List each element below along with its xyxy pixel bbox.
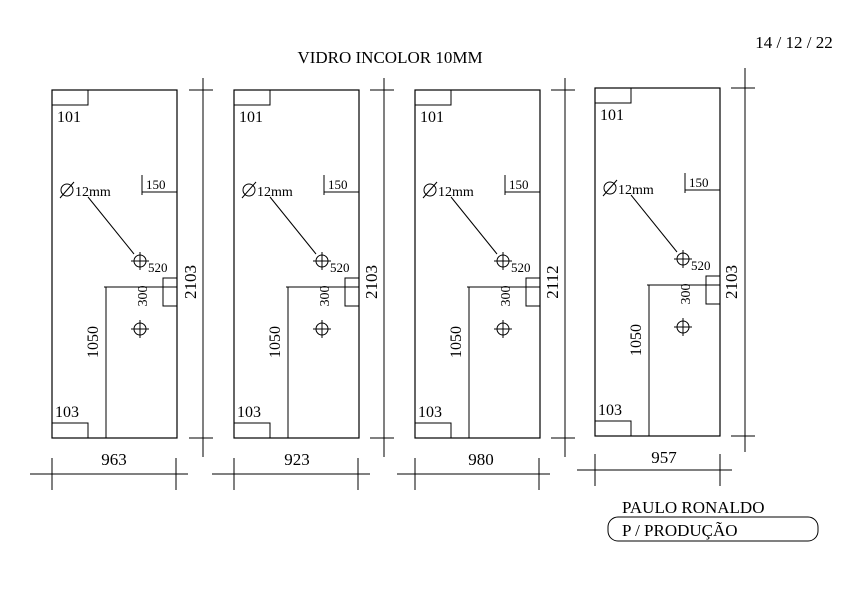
panel-height-label: 2112 (543, 265, 562, 298)
top-hinge-cutout (594, 87, 632, 104)
lower-hole-icon (131, 320, 149, 338)
panel-width-label: 980 (468, 450, 494, 469)
drawing-date: 14 / 12 / 22 (755, 33, 832, 52)
top-hinge-label: 101 (239, 109, 263, 126)
handle-mark (162, 277, 177, 307)
upper-hole-icon (494, 252, 512, 270)
handle-mark (344, 277, 359, 307)
leader-line (269, 196, 317, 255)
panel-outline (414, 89, 541, 439)
hole-diameter-label: 12mm (257, 185, 293, 200)
purpose-label: P / PRODUÇÃO (622, 521, 738, 540)
hole-diameter-label: 12mm (618, 183, 654, 198)
drawing-title: VIDRO INCOLOR 10MM (297, 48, 482, 67)
upper-hole-icon (313, 252, 331, 270)
dim-520-label: 520 (691, 258, 711, 273)
lower-hole-icon (494, 320, 512, 338)
bottom-hinge-label: 103 (237, 404, 261, 421)
panel-height-label: 2103 (362, 265, 381, 299)
handle-mark (525, 277, 540, 307)
panel-width-label: 957 (651, 448, 677, 467)
panel-width-label: 963 (101, 450, 127, 469)
hole-diameter-label: 12mm (75, 185, 111, 200)
dim-1050-label: 1050 (85, 326, 102, 358)
panel-height-label: 2103 (722, 265, 741, 299)
height-dimension-3: 2112 (543, 78, 575, 457)
panel-height-label: 2103 (181, 265, 200, 299)
dim-300-label: 300 (136, 286, 151, 307)
diameter-icon (602, 179, 618, 197)
bottom-hinge-cutout (414, 422, 452, 439)
dim-150-label: 150 (689, 175, 709, 190)
dim-1050-label: 1050 (267, 326, 284, 358)
dim-1050-label: 1050 (628, 324, 645, 356)
bottom-hinge-cutout (594, 420, 632, 437)
leader-line (450, 196, 498, 255)
width-dimension-4: 957 (577, 448, 732, 486)
diameter-icon (422, 181, 438, 199)
glass-panel-1: 101 103 12mm 150 520 300 1050 (51, 89, 178, 439)
dim-520-label: 520 (330, 260, 350, 275)
upper-hole-icon (131, 252, 149, 270)
lower-hole-icon (313, 320, 331, 338)
dim-1050-label: 1050 (448, 326, 465, 358)
dim-150-label: 150 (146, 177, 166, 192)
height-dimension-2: 2103 (362, 78, 394, 457)
glass-panel-2: 101 103 12mm 150 520 300 1050 (233, 89, 360, 439)
leader-line (87, 196, 135, 255)
diameter-icon (241, 181, 257, 199)
panel-outline (594, 87, 721, 437)
width-dimension-1: 963 (30, 450, 188, 490)
glass-panel-4: 101 103 12mm 150 520 300 1050 (594, 87, 721, 437)
top-hinge-label: 101 (57, 109, 81, 126)
dim-520-label: 520 (148, 260, 168, 275)
bottom-hinge-label: 103 (418, 404, 442, 421)
bottom-hinge-cutout (233, 422, 271, 439)
panel-outline (233, 89, 360, 439)
author-name: PAULO RONALDO (622, 498, 764, 517)
width-dimension-2: 923 (212, 450, 370, 490)
hole-diameter-label: 12mm (438, 185, 474, 200)
dim-150-label: 150 (509, 177, 529, 192)
purpose-box (607, 516, 819, 542)
top-hinge-cutout (414, 89, 452, 106)
top-hinge-cutout (233, 89, 271, 106)
handle-mark (705, 275, 720, 305)
top-hinge-label: 101 (600, 107, 624, 124)
bottom-hinge-cutout (51, 422, 89, 439)
bottom-hinge-label: 103 (598, 402, 622, 419)
diameter-icon (59, 181, 75, 199)
lower-hole-icon (674, 318, 692, 336)
dim-520-label: 520 (511, 260, 531, 275)
top-hinge-cutout (51, 89, 89, 106)
panel-width-label: 923 (284, 450, 310, 469)
glass-panel-3: 101 103 12mm 150 520 300 1050 (414, 89, 541, 439)
leader-line (630, 194, 678, 253)
bottom-hinge-label: 103 (55, 404, 79, 421)
dim-300-label: 300 (679, 284, 694, 305)
dim-300-label: 300 (499, 286, 514, 307)
height-dimension-4: 2103 (722, 68, 755, 452)
panel-outline (51, 89, 178, 439)
upper-hole-icon (674, 250, 692, 268)
width-dimension-3: 980 (397, 450, 550, 490)
dim-300-label: 300 (318, 286, 333, 307)
top-hinge-label: 101 (420, 109, 444, 126)
height-dimension-1: 2103 (181, 78, 213, 457)
dim-150-label: 150 (328, 177, 348, 192)
